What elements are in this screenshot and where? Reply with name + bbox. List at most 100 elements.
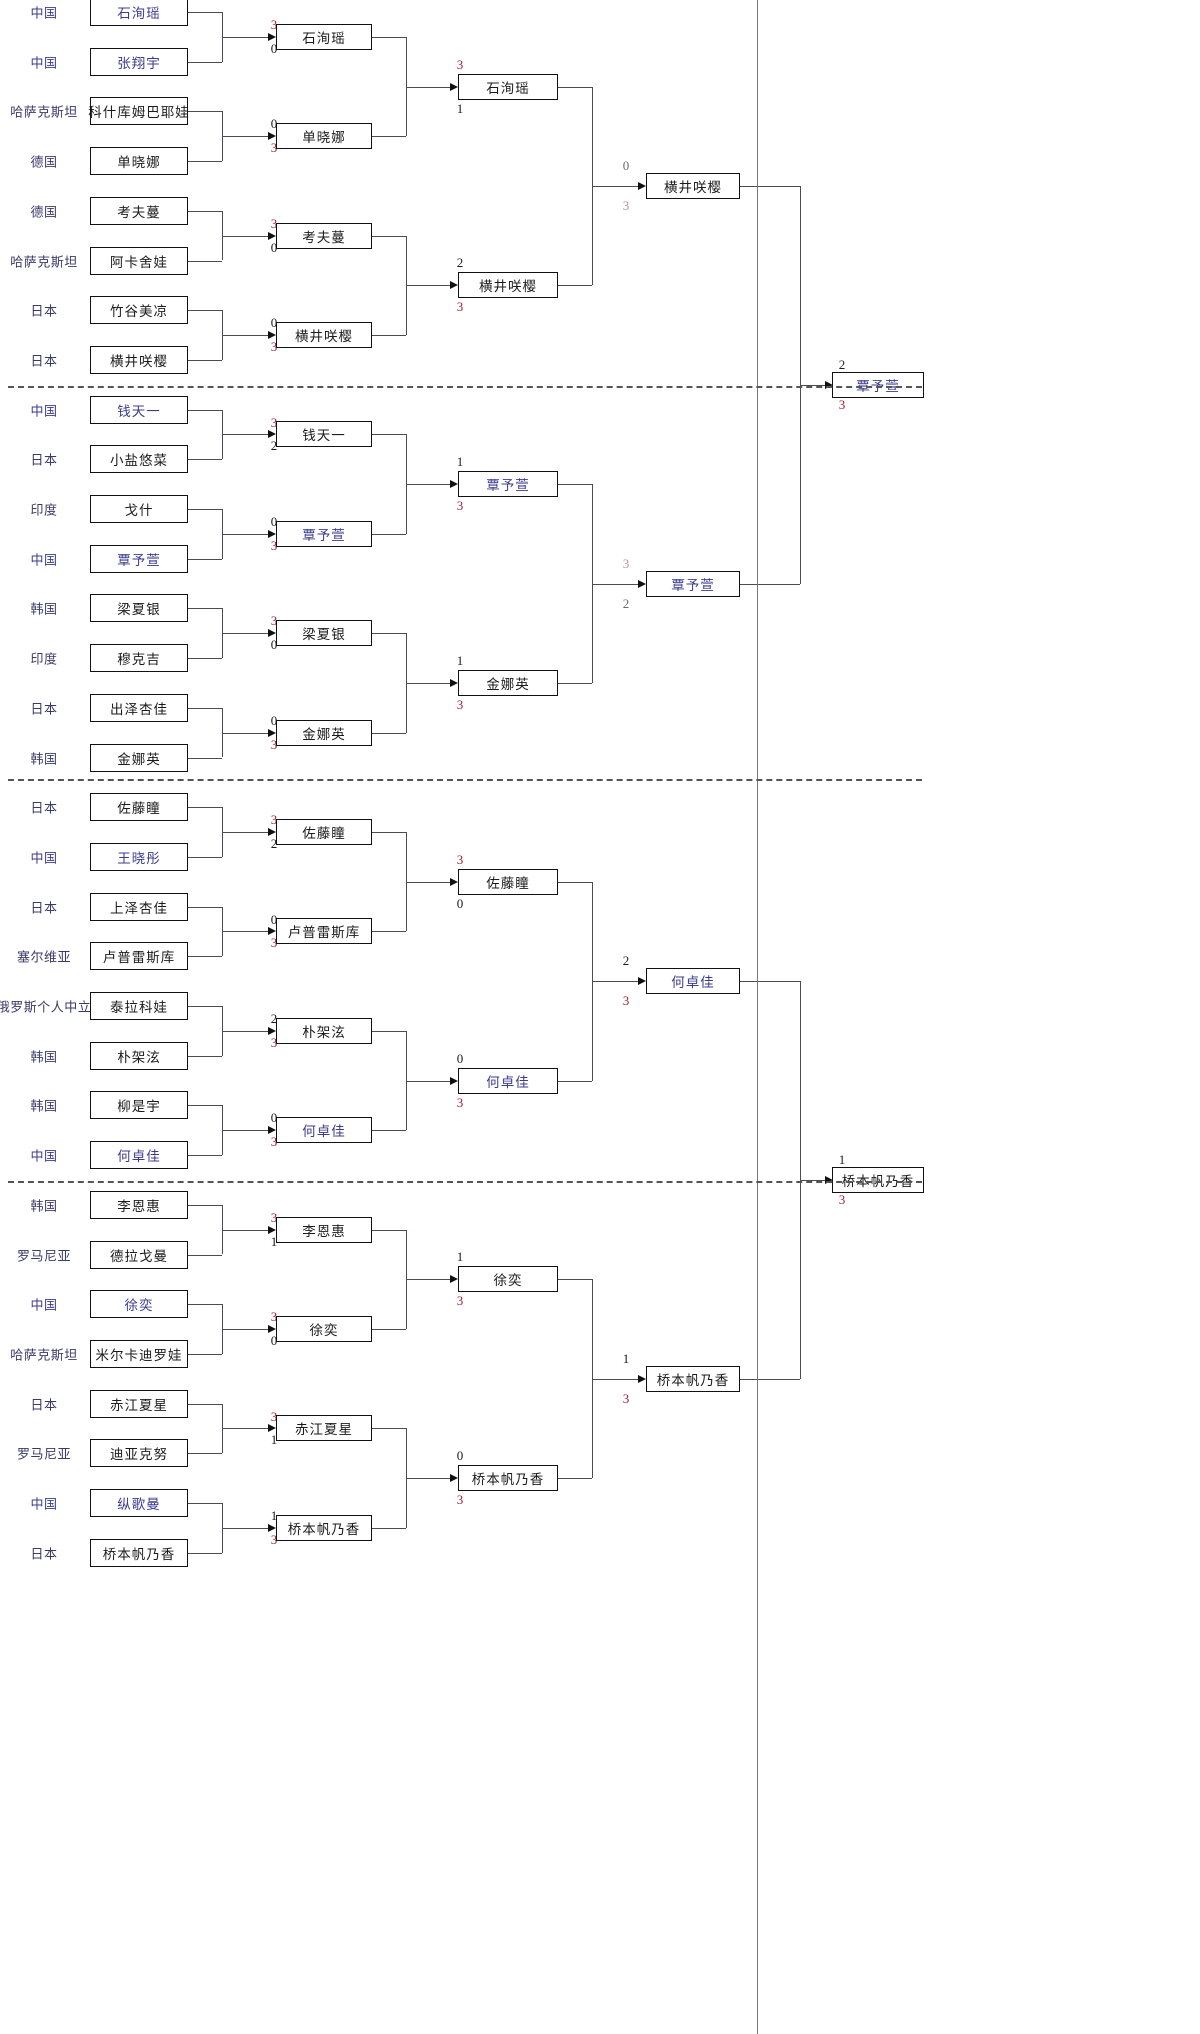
finalist-box[interactable]: 桥本帆乃香 [832,1166,924,1193]
round2-player-box[interactable]: 李恩惠 [276,1216,372,1243]
round4-player-box[interactable]: 桥本帆乃香 [646,1365,740,1392]
round2-player-box[interactable]: 徐奕 [276,1316,372,1343]
round1-player-box[interactable]: 德拉戈曼 [90,1240,188,1269]
connector-line [188,359,222,361]
round1-player-box[interactable]: 李恩惠 [90,1190,188,1219]
match-score: 3 [622,555,630,571]
match-score: 2 [838,356,846,372]
connector-line [222,807,223,857]
match-score: 3 [270,414,278,430]
round1-player-box[interactable]: 柳是宇 [90,1091,188,1120]
round1-player-box[interactable]: 竹谷美凉 [90,296,188,325]
match-score: 3 [270,613,278,629]
round1-player-box[interactable]: 纵歌曼 [90,1489,188,1517]
connector-line [188,1055,222,1057]
round1-player-box[interactable]: 戈什 [90,495,188,523]
connector-line [800,1179,825,1181]
match-score: 2 [622,595,630,611]
connector-line [372,732,406,734]
connector-line [222,1229,268,1231]
match-score: 3 [270,736,278,752]
round3-player-box[interactable]: 覃予萱 [458,471,558,498]
round1-player-box[interactable]: 徐奕 [90,1290,188,1319]
connector-arrow [268,1325,276,1334]
round3-player-box[interactable]: 桥本帆乃香 [458,1465,558,1492]
round1-player-box[interactable]: 桥本帆乃香 [90,1538,188,1567]
round1-player-box[interactable]: 科什库姆巴耶娃 [88,97,189,126]
player-country: 日本 [30,900,58,916]
round1-player-box[interactable]: 横井咲樱 [90,345,188,374]
round1-player-box[interactable]: 迪亚克努 [90,1439,188,1468]
round2-player-box[interactable]: 卢普雷斯库 [276,918,372,945]
round3-player-box[interactable]: 徐奕 [458,1266,558,1293]
finalist-box[interactable]: 覃予萱 [832,371,924,398]
player-country: 德国 [30,204,58,220]
match-score: 3 [270,1034,278,1050]
connector-line [222,533,268,535]
connector-line [222,1329,268,1331]
player-country: 日本 [30,452,58,468]
round1-player-box[interactable]: 佐藤瞳 [90,793,188,822]
connector-line [372,931,406,933]
round2-player-box[interactable]: 佐藤瞳 [276,819,372,846]
round4-player-box[interactable]: 何卓佳 [646,968,740,995]
round2-player-box[interactable]: 单晓娜 [276,123,372,150]
connector-line [558,86,592,88]
player-country: 日本 [30,353,58,369]
player-country: 日本 [30,800,58,816]
round2-player-box[interactable]: 朴架泫 [276,1017,372,1044]
round4-player-box[interactable]: 覃予萱 [646,570,740,597]
match-score: 3 [456,498,464,514]
connector-line [188,111,222,113]
connector-line [372,335,406,337]
player-country: 中国 [30,1297,58,1313]
round1-player-box[interactable]: 赤江夏星 [90,1389,188,1418]
round1-player-box[interactable]: 出泽杏佳 [90,693,188,722]
round1-player-box[interactable]: 王晓彤 [90,842,188,871]
round2-player-box[interactable]: 横井咲樱 [276,322,372,349]
round2-player-box[interactable]: 何卓佳 [276,1117,372,1144]
round1-player-box[interactable]: 张翔宇 [90,47,188,76]
round2-player-box[interactable]: 考夫蔓 [276,222,372,249]
half-divider [757,1017,758,2034]
connector-line [188,1105,222,1107]
round2-player-box[interactable]: 钱天一 [276,421,372,448]
connector-line [372,434,406,436]
connector-line [406,1478,450,1480]
round2-player-box[interactable]: 覃予萱 [276,520,372,547]
round1-player-box[interactable]: 米尔卡迪罗娃 [90,1339,188,1368]
connector-line [222,136,268,138]
connector-arrow [450,480,458,489]
round1-player-box[interactable]: 上泽杏佳 [90,892,188,921]
round2-player-box[interactable]: 金娜英 [276,719,372,746]
round1-player-box[interactable]: 梁夏银 [90,594,188,623]
round2-player-box[interactable]: 梁夏银 [276,620,372,647]
round1-player-box[interactable]: 卢普雷斯库 [90,942,188,971]
round3-player-box[interactable]: 横井咲樱 [458,272,558,299]
round2-player-box[interactable]: 石洵瑶 [276,23,372,50]
round1-player-box[interactable]: 何卓佳 [90,1141,188,1170]
round3-player-box[interactable]: 何卓佳 [458,1067,558,1094]
round4-player-box[interactable]: 横井咲樱 [646,172,740,199]
round1-player-box[interactable]: 考夫蔓 [90,196,188,225]
player-country: 印度 [30,651,58,667]
round3-player-box[interactable]: 金娜英 [458,669,558,696]
round1-player-box[interactable]: 单晓娜 [90,147,188,176]
round1-player-box[interactable]: 阿卡舍娃 [90,246,188,275]
round3-player-box[interactable]: 石洵瑶 [458,73,558,100]
connector-line [188,1503,222,1504]
round1-player-box[interactable]: 钱天一 [90,395,188,424]
connector-arrow [268,132,276,141]
round1-player-box[interactable]: 金娜英 [90,743,188,772]
connector-arrow [638,579,646,588]
match-score: 1 [456,1249,464,1265]
round1-player-box[interactable]: 穆克吉 [90,644,188,673]
round3-player-box[interactable]: 佐藤瞳 [458,868,558,895]
round1-player-box[interactable]: 泰拉科娃 [90,992,188,1020]
round2-player-box[interactable]: 赤江夏星 [276,1415,372,1442]
round1-player-box[interactable]: 朴架泫 [90,1041,188,1070]
round1-player-box[interactable]: 小盐悠菜 [90,445,188,474]
round1-player-box[interactable]: 石洵瑶 [90,0,188,26]
round2-player-box[interactable]: 桥本帆乃香 [276,1514,372,1541]
round1-player-box[interactable]: 覃予萱 [90,544,188,573]
